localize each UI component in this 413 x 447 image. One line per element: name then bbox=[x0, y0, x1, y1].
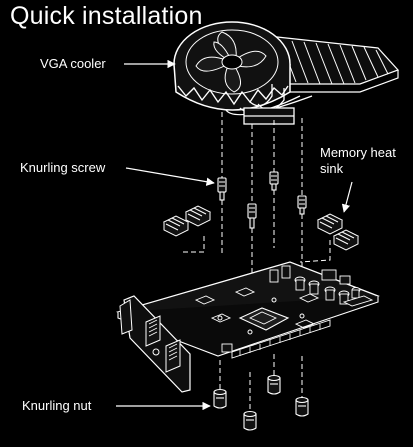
memory-heat-sink bbox=[162, 215, 190, 237]
knurling-screw bbox=[269, 171, 279, 191]
knurling-screw bbox=[247, 203, 257, 229]
knurling-screw bbox=[217, 177, 227, 201]
knurling-nut bbox=[267, 374, 281, 395]
knurling-nut bbox=[295, 396, 309, 417]
knurling-screw-arrow bbox=[125, 167, 215, 186]
assembly-guide-lines bbox=[180, 112, 331, 414]
dvi-port bbox=[145, 315, 161, 347]
page-title: Quick installation bbox=[10, 2, 203, 30]
io-bracket bbox=[119, 295, 191, 393]
knurling-nut-label: Knurling nut bbox=[22, 398, 92, 413]
dvi-port bbox=[165, 339, 181, 373]
callout-arrows bbox=[116, 59, 353, 411]
memory-heat-sink bbox=[332, 229, 360, 251]
vga-cooler bbox=[173, 21, 400, 125]
knurling-screw-label: Knurling screw bbox=[20, 160, 106, 175]
memory-heat-sink-arrow bbox=[341, 181, 353, 213]
graphics-card bbox=[115, 261, 380, 359]
knurling-nut bbox=[243, 410, 257, 431]
pcb-components bbox=[269, 265, 374, 307]
cooler-heatpipes bbox=[225, 84, 313, 125]
cooler-fan-blades bbox=[195, 31, 267, 93]
vga-cooler-label: VGA cooler bbox=[40, 56, 106, 71]
memory-heat-sink bbox=[316, 213, 344, 235]
knurling-nut bbox=[213, 388, 227, 409]
memory-heat-sinks bbox=[162, 205, 360, 251]
memory-heat-sink bbox=[184, 205, 212, 227]
knurling-screws bbox=[217, 171, 307, 229]
memory-heat-sink-label: Memory heat sink bbox=[320, 145, 396, 176]
knurling-nuts bbox=[213, 374, 309, 431]
knurling-screw bbox=[297, 195, 307, 215]
